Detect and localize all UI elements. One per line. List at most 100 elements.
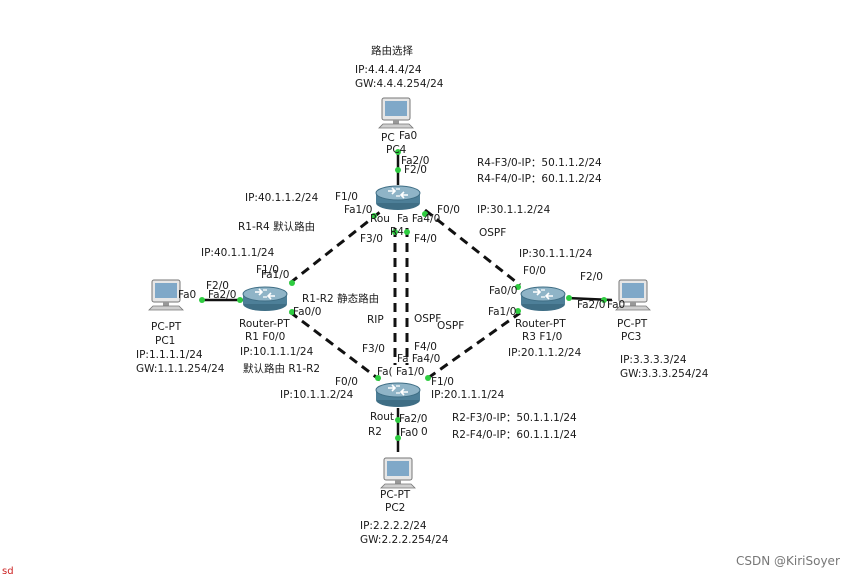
r2-f40-ip: R2-F4/0-IP：60.1.1.1/24 [452, 429, 577, 441]
r3-fa10-label: Fa1/0 [488, 306, 516, 318]
pc4-port: Fa0 [399, 130, 417, 142]
r2-name2: R2 [368, 426, 382, 438]
r3-type: Router-PT [515, 318, 566, 330]
r3-f20-label: F2/0 [580, 271, 603, 283]
pc1-port: Fa0 [178, 289, 196, 301]
r4-f20-top-label: F2/0 [404, 164, 427, 176]
corner-mark: sd [2, 566, 14, 577]
pc2-icon[interactable] [380, 457, 416, 489]
r1-type: Router-PT [239, 318, 290, 330]
port-dot [425, 375, 431, 381]
router-r1-icon[interactable] [242, 286, 288, 312]
r2-f30-label: F3/0 [362, 343, 385, 355]
r1-note: 默认路由 R1-R2 [243, 362, 320, 375]
r2-fa10-label: Fa1/0 [396, 366, 424, 378]
r2-zero-label: 0 [421, 426, 428, 438]
link-rip-label: RIP [367, 314, 384, 326]
r1-f20-label: F2/0 [206, 280, 229, 292]
port-dot [395, 167, 401, 173]
pc4-name: PC4 [386, 144, 407, 156]
r2-f10-label: F1/0 [431, 376, 454, 388]
r4-f40-label: F4/0 [414, 233, 437, 245]
port-indicators [199, 149, 607, 441]
r1-fa20-label: Fa2/0 [208, 289, 236, 301]
pc3-gw: GW:3.3.3.254/24 [620, 368, 709, 380]
r1-ip-f00: IP:10.1.1.1/24 [240, 346, 314, 358]
r3-name: R3 F1/0 [522, 331, 562, 343]
pc2-type: PC-PT [380, 489, 411, 501]
r4-fa20-label: Fa2/0 [401, 155, 429, 167]
r2-name: Rout [370, 411, 394, 423]
port-dot [395, 149, 401, 155]
r4-f30-label: F3/0 [360, 233, 383, 245]
r4-f30-ip: R4-F3/0-IP：50.1.1.2/24 [477, 157, 602, 169]
pc2-port: Fa0 [400, 427, 418, 439]
diagram-title: 路由选择 [371, 44, 413, 57]
port-dot [395, 435, 401, 441]
r2-fa-fa40-label: Fa Fa4/0 [397, 353, 440, 365]
r4-name: Rou [370, 213, 390, 225]
r3-ip-f10: IP:20.1.1.2/24 [508, 347, 582, 359]
link-r1-r2 [289, 310, 381, 382]
r2-fa20-label: Fa2/0 [399, 413, 427, 425]
pc3-ip: IP:3.3.3.3/24 [620, 354, 687, 366]
r3-fa20-label: Fa2/0 [577, 299, 605, 311]
link-r4-r3-label: OSPF [479, 227, 506, 239]
r1-fa00-label: Fa0/0 [293, 306, 321, 318]
r4-name2: R4 [390, 226, 404, 238]
r4-fa10-label: Fa1/0 [344, 204, 372, 216]
port-dot [515, 284, 521, 290]
link-r1-r2-label: R1-R2 静态路由 [302, 292, 379, 305]
r3-ip-f00: IP:30.1.1.1/24 [519, 248, 593, 260]
r4-f10-label: F1/0 [335, 191, 358, 203]
r2-f30-ip: R2-F3/0-IP：50.1.1.1/24 [452, 412, 577, 424]
port-dot [289, 280, 295, 286]
r2-ip-f00: IP:10.1.1.2/24 [280, 389, 354, 401]
r2-f40-label: F4/0 [414, 341, 437, 353]
port-dot [375, 375, 381, 381]
port-dot [199, 297, 205, 303]
pc1-gw: GW:1.1.1.254/24 [136, 363, 225, 375]
watermark: CSDN @KiriSoyer [736, 554, 840, 568]
port-dot [371, 213, 377, 219]
pc1-ip: IP:1.1.1.1/24 [136, 349, 203, 361]
r1-name: R1 F0/0 [245, 331, 285, 343]
pc1-name: PC1 [155, 335, 175, 347]
link-r4-r3 [424, 208, 521, 287]
link-ospf-mid2-label: OSPF [437, 320, 464, 332]
link-r2-r3 [427, 311, 521, 380]
port-dot [601, 297, 607, 303]
r2-fa-label: Fa( [377, 366, 393, 378]
router-r2-icon[interactable] [375, 382, 421, 408]
pc2-gw: GW:2.2.2.254/24 [360, 534, 449, 546]
pc4-icon[interactable] [378, 97, 414, 129]
pc4-ip: IP:4.4.4.4/24 [355, 64, 422, 76]
r4-f40-ip: R4-F4/0-IP：60.1.1.2/24 [477, 173, 602, 185]
router-r4-icon[interactable] [375, 185, 421, 211]
port-dot [237, 297, 243, 303]
pc3-port: Fa0 [607, 299, 625, 311]
pc1-type: PC-PT [151, 321, 182, 333]
r3-f00-label: F0/0 [523, 265, 546, 277]
port-dot [392, 229, 398, 235]
r1-ip-fa10: IP:40.1.1.1/24 [201, 247, 275, 259]
r2-ip-f10: IP:20.1.1.1/24 [431, 389, 505, 401]
r3-fa00-label: Fa0/0 [489, 285, 517, 297]
link-ospf-mid1-label: OSPF [414, 313, 441, 325]
r1-f10-overlap: F1/0 [256, 264, 279, 276]
pc4-name-overlap: PC [381, 132, 395, 144]
r1-fa10-label: Fa1/0 [261, 269, 289, 281]
port-dot [566, 295, 572, 301]
port-dot [515, 308, 521, 314]
r4-f00-label: F0/0 [437, 204, 460, 216]
r4-ip-f00: IP:30.1.1.2/24 [477, 204, 551, 216]
router-r3-icon[interactable] [520, 286, 566, 312]
port-dot [289, 309, 295, 315]
link-r1-r4 [289, 210, 381, 285]
link-r1-r4-label: R1-R4 默认路由 [238, 220, 315, 233]
r4-ip-f10: IP:40.1.1.2/24 [245, 192, 319, 204]
pc3-type: PC-PT [617, 318, 648, 330]
pc2-ip: IP:2.2.2.2/24 [360, 520, 427, 532]
